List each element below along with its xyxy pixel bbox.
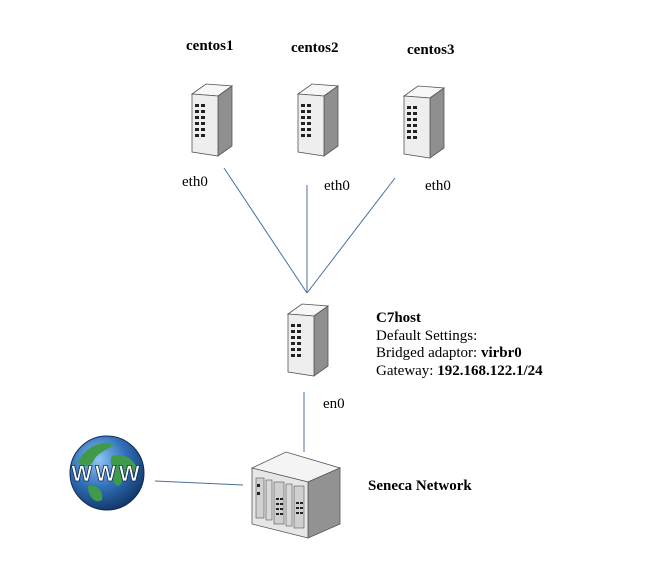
www-text: WWW <box>71 461 142 486</box>
server-icon[interactable] <box>400 82 448 162</box>
link-centos3-host <box>306 177 396 294</box>
server-label-centos2: centos2 <box>291 40 339 56</box>
gateway-value: 192.168.122.1/24 <box>437 362 543 379</box>
host-bridge-line: Bridged adaptor: virbr0 <box>376 345 543 363</box>
bridge-label: Bridged adaptor: <box>376 345 478 361</box>
link-centos1-host <box>223 167 308 294</box>
server-icon[interactable] <box>294 80 342 160</box>
server-label-centos3: centos3 <box>407 42 455 58</box>
interface-label-centos3: eth0 <box>425 178 451 194</box>
host-interface-label: en0 <box>323 396 345 412</box>
network-label: Seneca Network <box>368 478 472 494</box>
link-internet-network <box>154 480 244 486</box>
server-label-centos1: centos1 <box>186 38 234 54</box>
host-name: C7host <box>376 310 422 326</box>
host-settings-label: Default Settings: <box>376 327 478 344</box>
network-rack-icon[interactable] <box>246 448 344 540</box>
server-icon[interactable] <box>188 80 236 160</box>
interface-label-centos1: eth0 <box>182 174 208 190</box>
host-gateway-line: Gateway: 192.168.122.1/24 <box>376 363 543 381</box>
interface-label-centos2: eth0 <box>324 178 350 194</box>
host-info: C7host Default Settings: Bridged adaptor… <box>376 310 543 380</box>
www-globe-icon[interactable]: WWW <box>68 434 146 512</box>
gateway-label: Gateway: <box>376 362 434 379</box>
bridge-value: virbr0 <box>480 345 522 361</box>
server-icon[interactable] <box>284 300 332 380</box>
